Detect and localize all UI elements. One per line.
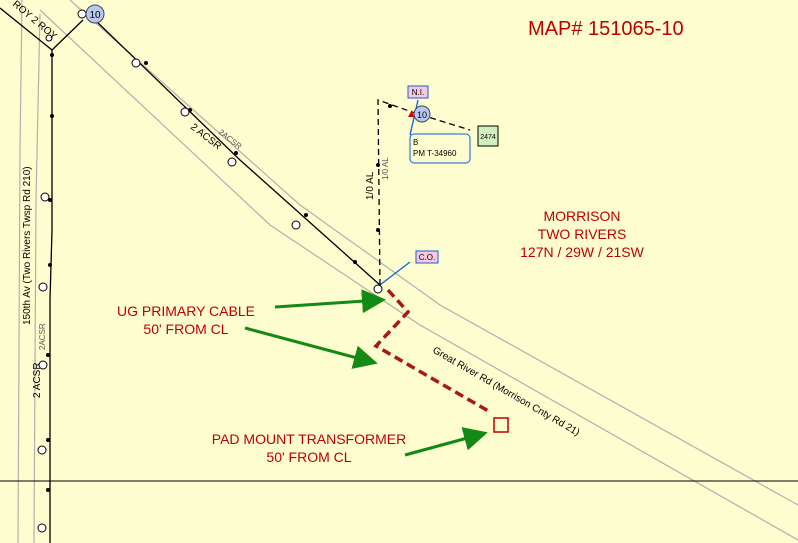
svg-text:10: 10: [417, 110, 427, 120]
pad-mount-callout[interactable]: B PM T-34960: [409, 133, 471, 164]
svg-text:10: 10: [89, 10, 101, 21]
ug-primary-cable-route: [373, 288, 491, 414]
badge-top[interactable]: 10: [85, 4, 105, 24]
svg-text:N.I.: N.I.: [412, 88, 424, 97]
ni-leader: [409, 99, 419, 136]
acsr-label-b: 2ACSR: [217, 127, 244, 151]
avenue-edge-east: [33, 13, 41, 543]
svg-text:C.O.: C.O.: [419, 253, 435, 262]
primary-line-vertical: [49, 50, 53, 543]
ni-tag[interactable]: N.I.: [407, 85, 429, 99]
cable-label-title: UG PRIMARY CABLE: [117, 303, 255, 319]
transformer-label-title: PAD MOUNT TRANSFORMER: [212, 431, 406, 447]
acsr-vertical-a: 2 ACSR: [32, 362, 43, 398]
location-area: TWO RIVERS: [538, 226, 627, 242]
co-leader: [379, 261, 411, 286]
co-tag[interactable]: C.O.: [415, 250, 439, 264]
cable-label-distance: 50' FROM CL: [143, 321, 228, 337]
great-river-rd-edge-south: [39, 9, 798, 541]
avenue-150th-label: 150th Av (Two Rivers Twsp Rd 210): [22, 166, 33, 325]
map-number: MAP# 151065-10: [528, 18, 684, 40]
underground-1-0-al: [377, 99, 471, 286]
location-section: 127N / 29W / 21SW: [520, 244, 645, 260]
al-label-a: 1/0 AL: [365, 171, 376, 200]
arrow-icon: [244, 326, 378, 369]
great-river-rd-edge-north: [69, 0, 798, 506]
arrow-icon: [404, 427, 488, 457]
road-edges: [17, 0, 798, 543]
annotation-arrows: [244, 289, 488, 457]
al-label-b: 1/0 AL: [381, 157, 390, 180]
svg-text:B: B: [413, 138, 418, 147]
location-township: MORRISON: [544, 208, 621, 224]
pole-circles: [37, 9, 383, 533]
acsr-vertical-b: 2ACSR: [38, 323, 47, 350]
svg-text:2474: 2474: [480, 134, 496, 141]
great-river-rd-label: Great River Rd (Morrison Cnty Rd 21): [431, 345, 582, 438]
primary-line-diagonal: [94, 19, 381, 286]
pole-dots: [46, 53, 392, 492]
avenue-edge-west: [17, 0, 23, 543]
transformer-label-distance: 50' FROM CL: [266, 449, 351, 465]
arrow-icon: [274, 289, 386, 314]
transformer-id-tag[interactable]: 2474: [477, 125, 499, 147]
pad-mount-transformer-symbol[interactable]: [493, 417, 509, 433]
svg-text:PM T-34960: PM T-34960: [413, 149, 457, 158]
arrow-marker-icon: [408, 110, 414, 117]
badge-right[interactable]: 10: [413, 105, 431, 123]
